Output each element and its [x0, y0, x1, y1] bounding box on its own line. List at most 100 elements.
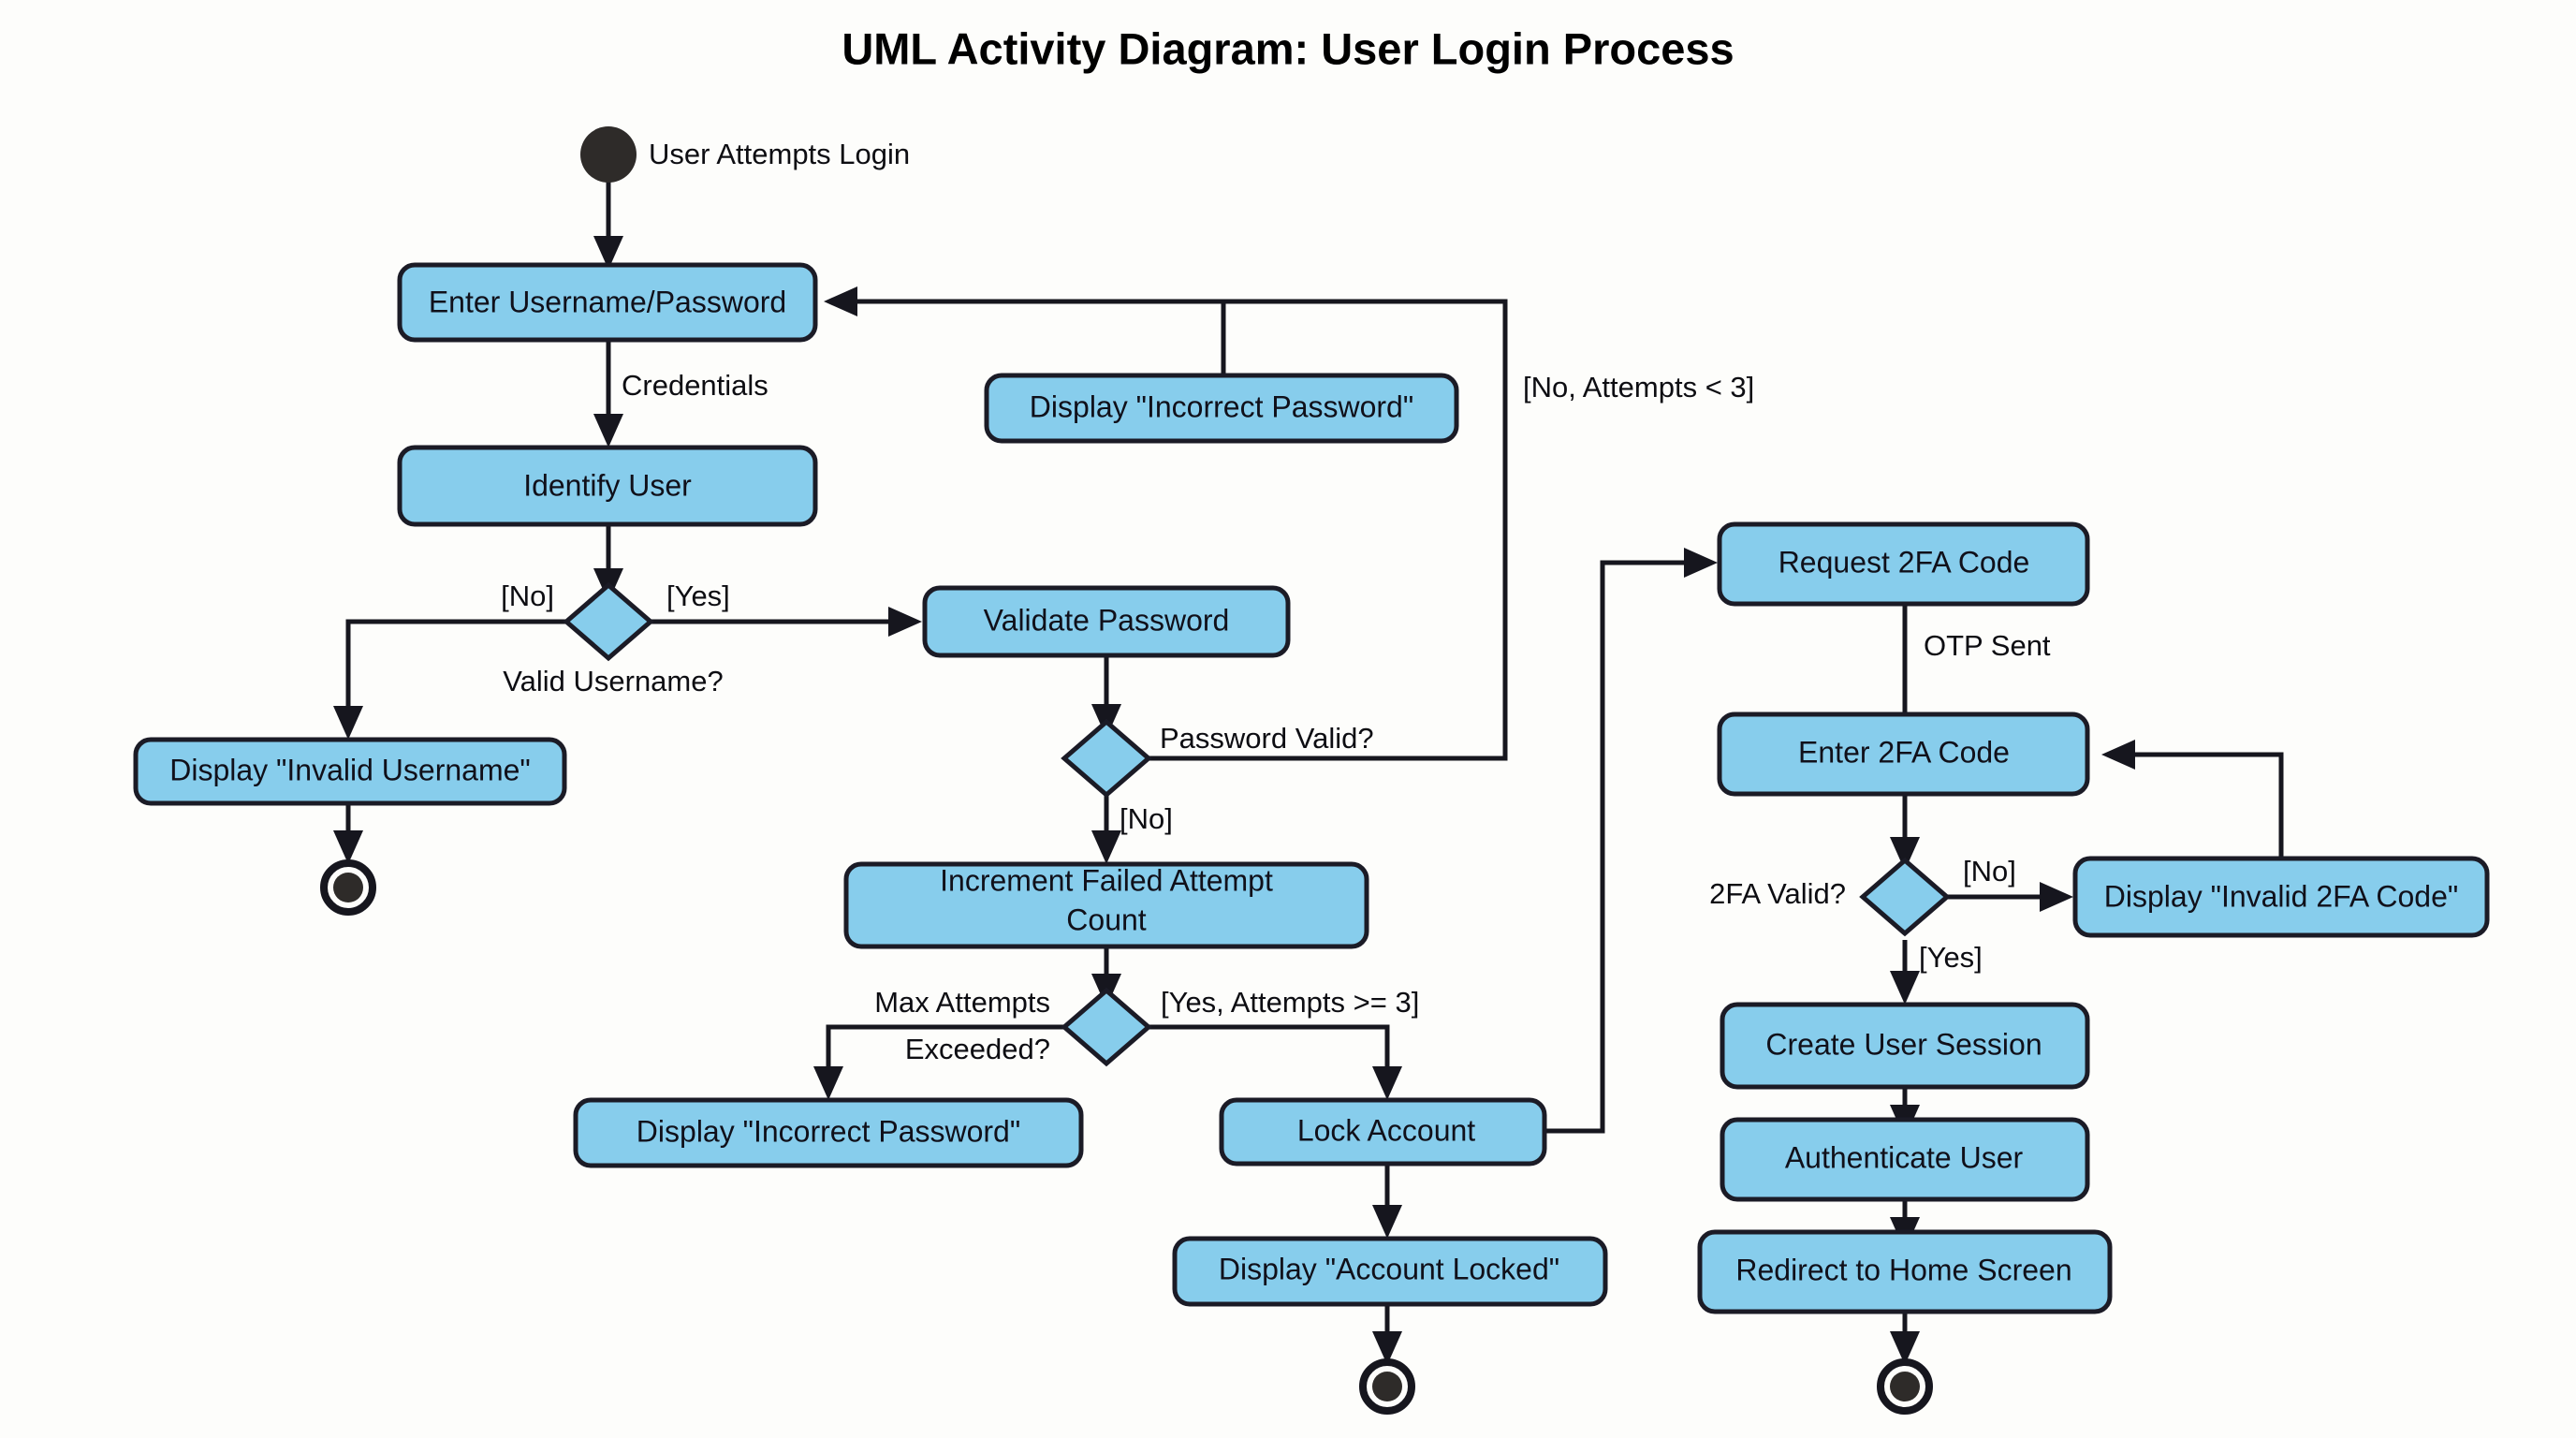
arrowhead-2fa-yes — [1890, 971, 1920, 1005]
decision-password-valid-label: Password Valid? — [1160, 722, 1374, 755]
edge-max-attempts-left — [826, 1024, 1064, 1081]
arrowhead-lock-to-account-locked — [1372, 1205, 1402, 1239]
action-increment-failed-attempt-count-shape[interactable] — [843, 861, 1369, 949]
arrowhead-max-attempts-yes — [1372, 1066, 1402, 1100]
action-enter-credentials-label: Enter Username/Password — [429, 285, 786, 318]
edge-label-2fa-no: [No] — [1963, 855, 2016, 888]
action-display-invalid-username-label: Display "Invalid Username" — [169, 753, 531, 786]
edge-label-valid-username-no: [No] — [501, 580, 554, 612]
final-node-invalid-username-inner — [333, 873, 363, 902]
decision-max-attempts-exceeded-label-line1: Max Attempts — [874, 986, 1050, 1019]
action-create-user-session-shape[interactable] — [1720, 1002, 2090, 1090]
action-create-user-session-label: Create User Session — [1765, 1027, 2042, 1061]
edge-lock-account-to-request-2fa — [1537, 560, 1699, 1134]
final-node-success — [1877, 1358, 1933, 1415]
decision-2fa-valid-shape[interactable] — [1859, 857, 1951, 937]
arrowhead-invalid-username-to-end — [333, 830, 363, 864]
action-display-invalid-username[interactable]: Display "Invalid Username" — [133, 737, 567, 806]
action-redirect-to-home-screen-shape[interactable] — [1697, 1229, 2113, 1314]
final-node-account-locked — [1359, 1358, 1415, 1415]
decision-2fa-valid[interactable]: 2FA Valid? — [1709, 857, 1951, 937]
action-display-incorrect-password-top-label: Display "Incorrect Password" — [1030, 389, 1413, 423]
action-enter-credentials-shape[interactable] — [397, 262, 818, 343]
action-redirect-to-home-screen-label: Redirect to Home Screen — [1735, 1253, 2071, 1286]
action-enter-2fa-code-label: Enter 2FA Code — [1798, 735, 2010, 769]
action-display-account-locked-shape[interactable] — [1172, 1236, 1608, 1307]
edge-label-credentials: Credentials — [622, 369, 768, 402]
action-lock-account-label: Lock Account — [1297, 1113, 1475, 1147]
arrowhead-redirect-to-end — [1890, 1331, 1920, 1365]
action-increment-failed-attempt-count[interactable]: Increment Failed Attempt Count — [843, 861, 1369, 949]
edge-label-no-attempts-lt-3: [No, Attempts < 3] — [1523, 371, 1754, 404]
decision-valid-username[interactable]: Valid Username? — [503, 581, 724, 697]
arrowhead-to-request-2fa — [1684, 548, 1718, 578]
action-lock-account[interactable]: Lock Account — [1219, 1097, 1547, 1167]
action-display-account-locked[interactable]: Display "Account Locked" — [1172, 1236, 1608, 1307]
edge-label-password-valid-no: [No] — [1120, 802, 1173, 835]
arrowhead-enter-2fa-to-decision — [1890, 837, 1920, 871]
edge-label-yes-attempts-gte-3: [Yes, Attempts >= 3] — [1161, 986, 1419, 1019]
decision-valid-username-shape[interactable] — [563, 581, 654, 662]
action-enter-2fa-code[interactable]: Enter 2FA Code — [1717, 712, 2090, 797]
edge-label-2fa-yes: [Yes] — [1919, 941, 1983, 974]
arrowhead-max-attempts-left — [813, 1066, 843, 1100]
action-validate-password[interactable]: Validate Password — [922, 585, 1291, 658]
action-request-2fa-code[interactable]: Request 2FA Code — [1717, 521, 2090, 607]
action-display-incorrect-password-bottom-label: Display "Incorrect Password" — [637, 1114, 1020, 1148]
initial-node-label: User Attempts Login — [649, 138, 910, 170]
final-node-success-inner — [1890, 1372, 1920, 1401]
edge-label-valid-username-yes: [Yes] — [666, 580, 730, 612]
edge-valid-username-no — [345, 619, 566, 721]
action-authenticate-user[interactable]: Authenticate User — [1720, 1117, 2090, 1202]
final-node-invalid-username-outer — [320, 859, 376, 916]
arrowhead-password-valid-no — [1091, 830, 1121, 864]
edge-label-otp-sent: OTP Sent — [1924, 629, 2051, 662]
action-authenticate-user-shape[interactable] — [1720, 1117, 2090, 1202]
action-redirect-to-home-screen[interactable]: Redirect to Home Screen — [1697, 1229, 2113, 1314]
action-display-account-locked-label: Display "Account Locked" — [1219, 1252, 1559, 1285]
decision-max-attempts-exceeded-label-line2: Exceeded? — [905, 1033, 1050, 1065]
action-validate-password-label: Validate Password — [984, 603, 1230, 637]
action-identify-user-label: Identify User — [523, 468, 692, 502]
action-validate-password-shape[interactable] — [922, 585, 1291, 658]
action-display-incorrect-password-top[interactable]: Display "Incorrect Password" — [984, 373, 1459, 444]
action-enter-credentials[interactable]: Enter Username/Password — [397, 262, 818, 343]
action-request-2fa-code-shape[interactable] — [1717, 521, 2090, 607]
arrowhead-account-locked-to-end — [1372, 1331, 1402, 1365]
initial-node — [580, 126, 637, 183]
action-lock-account-shape[interactable] — [1219, 1097, 1547, 1167]
action-enter-2fa-code-shape[interactable] — [1717, 712, 2090, 797]
action-identify-user[interactable]: Identify User — [397, 445, 818, 527]
action-display-invalid-2fa-code[interactable]: Display "Invalid 2FA Code" — [2072, 856, 2490, 938]
action-identify-user-shape[interactable] — [397, 445, 818, 527]
decision-max-attempts-exceeded-shape[interactable] — [1061, 987, 1152, 1067]
final-node-success-outer — [1877, 1358, 1933, 1415]
action-display-incorrect-password-top-shape[interactable] — [984, 373, 1459, 444]
action-display-invalid-2fa-code-shape[interactable] — [2072, 856, 2490, 938]
action-display-incorrect-password-bottom-shape[interactable] — [573, 1097, 1084, 1168]
arrowhead-start-to-enter — [593, 236, 623, 270]
action-increment-failed-attempt-count-label-line1: Increment Failed Attempt — [940, 863, 1273, 897]
arrowhead-2fa-no — [2040, 882, 2073, 912]
action-request-2fa-code-label: Request 2FA Code — [1778, 545, 2030, 579]
decision-max-attempts-exceeded[interactable]: Max Attempts Exceeded? — [874, 986, 1152, 1067]
decision-password-valid[interactable]: Password Valid? — [1061, 718, 1374, 799]
arrowhead-valid-username-yes — [888, 607, 922, 637]
decision-valid-username-label: Valid Username? — [503, 665, 723, 697]
action-authenticate-user-label: Authenticate User — [1785, 1140, 2024, 1174]
page-title: UML Activity Diagram: User Login Process — [842, 23, 1734, 73]
action-display-incorrect-password-bottom[interactable]: Display "Incorrect Password" — [573, 1097, 1084, 1168]
action-increment-failed-attempt-count-label-line2: Count — [1066, 902, 1147, 936]
arrowhead-loop-to-enter-credentials — [824, 286, 857, 316]
arrowhead-enter-to-identify — [593, 414, 623, 448]
arrowhead-invalid-2fa-loop-back — [2101, 740, 2135, 770]
action-create-user-session[interactable]: Create User Session — [1720, 1002, 2090, 1090]
action-display-invalid-username-shape[interactable] — [133, 737, 567, 806]
decision-password-valid-shape[interactable] — [1061, 718, 1152, 799]
edge-invalid-2fa-loop-back — [2120, 752, 2284, 858]
action-display-invalid-2fa-code-label: Display "Invalid 2FA Code" — [2104, 879, 2458, 913]
final-node-account-locked-outer — [1359, 1358, 1415, 1415]
final-node-account-locked-inner — [1372, 1372, 1402, 1401]
